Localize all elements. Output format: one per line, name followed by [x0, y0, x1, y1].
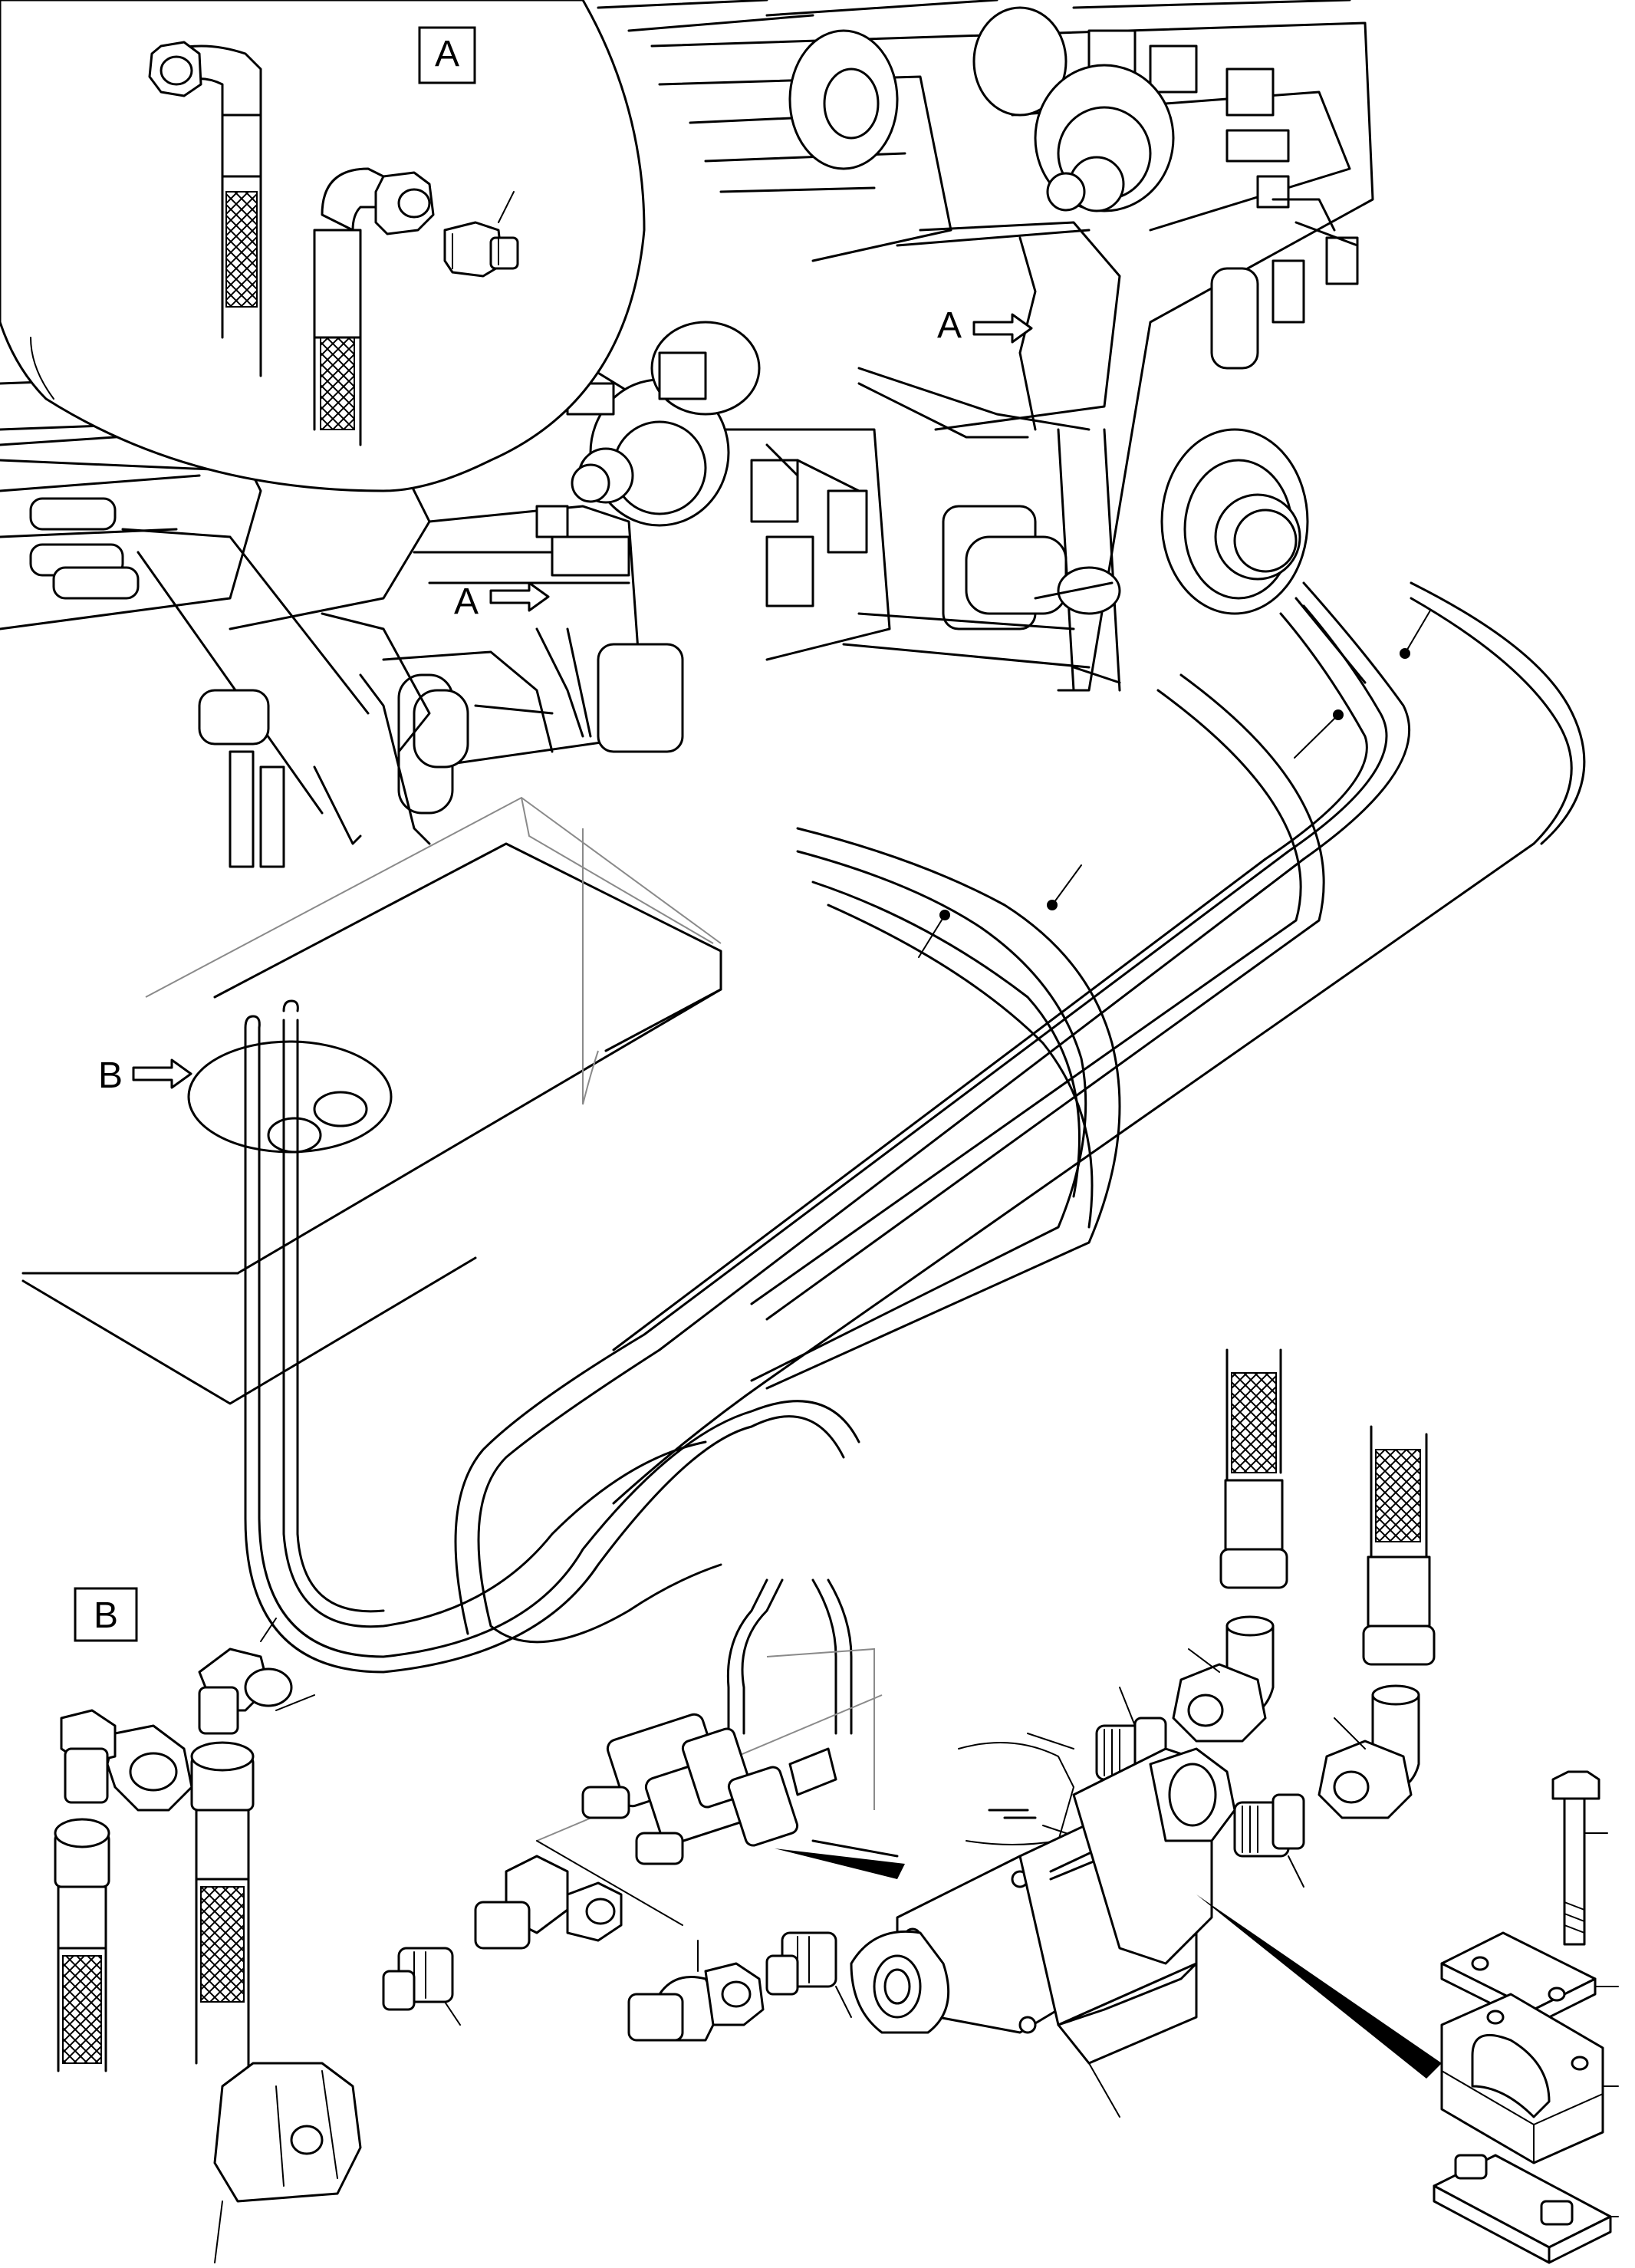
arrow-b-label: B — [98, 1055, 123, 1096]
elbow-hose-fitting-a2 — [313, 167, 435, 446]
elbow-adapter-upper-1 — [1172, 1615, 1275, 1743]
detail-a-box — [418, 26, 476, 84]
elbow-fitting-b1 — [198, 1618, 315, 1735]
clamp-base-plate — [1433, 2154, 1619, 2264]
nipple-upper-2 — [1233, 1793, 1305, 1888]
detail-b-fittings: B — [54, 1587, 315, 2072]
hose-fitting-b2 — [190, 1741, 255, 2072]
hose-bundle — [244, 581, 1586, 1810]
filter-assembly — [213, 1348, 1619, 2264]
elbow-fitting-lower-2 — [627, 1940, 765, 2042]
arrow-a-upper-label: A — [937, 305, 962, 346]
solenoid-valve-pair — [536, 1694, 905, 1926]
arrow-a-lower-label: A — [454, 581, 479, 622]
clamp-bolt — [1551, 1770, 1608, 1946]
elbow-fitting-b2 — [60, 1709, 193, 1812]
arrow-a-upper: A — [937, 305, 1033, 346]
hose-fitting-b1 — [54, 1818, 110, 2072]
tank-outline — [21, 796, 722, 1405]
arrow-b: B — [98, 1055, 192, 1096]
elbow-hose-fitting-a1 — [148, 41, 262, 377]
hose-end-upper-right — [1362, 1425, 1436, 1666]
arrow-a-lower: A — [454, 581, 550, 622]
elbow-fitting-lower-1 — [474, 1855, 623, 1950]
tank-flange-lower-left — [213, 2062, 362, 2263]
detail-a-inset: A — [0, 0, 646, 492]
engine-assembly — [0, 0, 1374, 868]
suction-plate-b — [187, 999, 393, 1154]
nipple-lower-1 — [382, 1947, 461, 2026]
nipple-lower-2 — [765, 1931, 852, 2018]
adapter-nipple-a — [443, 191, 519, 278]
hose-end-upper-left — [1219, 1348, 1288, 1589]
elbow-adapter-upper-2 — [1318, 1684, 1420, 1819]
detail-a-label: A — [435, 34, 459, 74]
clamp-half-block — [1440, 1993, 1619, 2164]
detail-b-label: B — [94, 1595, 118, 1636]
detail-b-box — [74, 1587, 138, 1642]
